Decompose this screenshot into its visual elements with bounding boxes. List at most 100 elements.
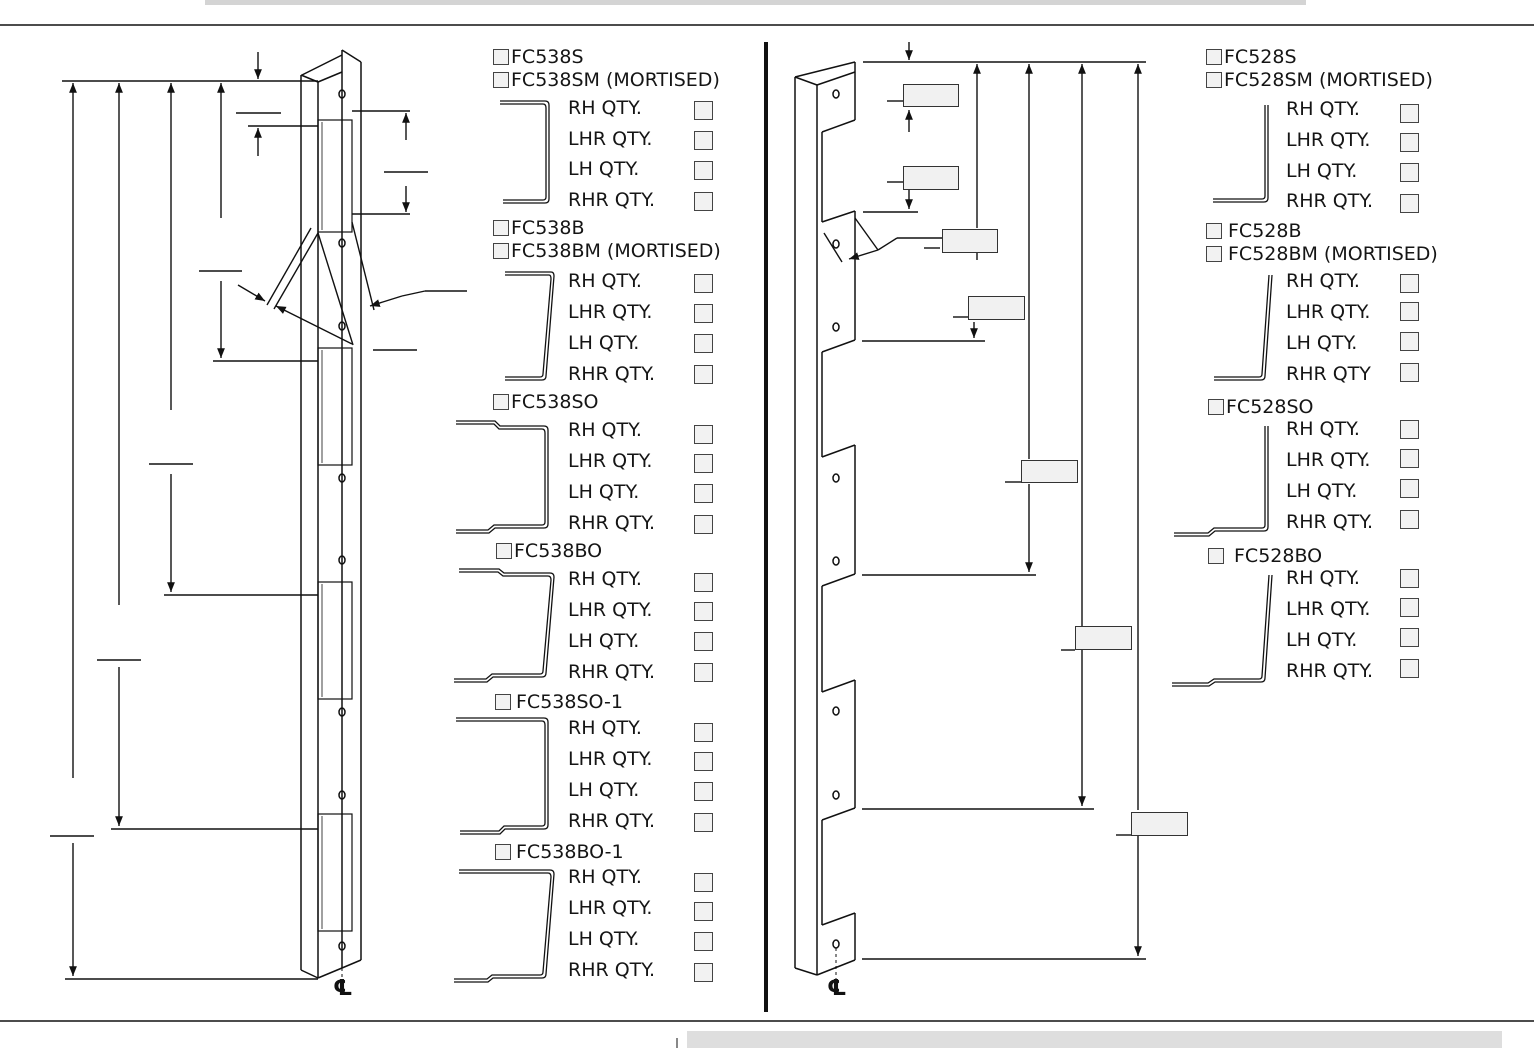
qty-checkbox[interactable] — [1400, 104, 1419, 123]
qty-label: RH QTY. — [1286, 98, 1360, 120]
checkbox-fc538sm[interactable] — [493, 72, 509, 88]
model-label: FC528BM (MORTISED) — [1228, 243, 1438, 265]
checkbox-fc538so[interactable] — [493, 394, 509, 410]
bottom-bar — [687, 1031, 1502, 1048]
qty-label: LH QTY. — [1286, 160, 1358, 182]
checkbox-fc538b[interactable] — [493, 220, 509, 236]
qty-checkbox[interactable] — [694, 454, 713, 473]
qty-checkbox[interactable] — [1400, 274, 1419, 293]
checkbox-fc528bm[interactable] — [1206, 246, 1222, 262]
checkbox-fc528b[interactable] — [1206, 223, 1222, 239]
checkbox-fc528s[interactable] — [1206, 49, 1222, 65]
qty-label: RH QTY. — [568, 419, 642, 441]
qty-checkbox[interactable] — [694, 131, 713, 150]
qty-checkbox[interactable] — [1400, 449, 1419, 468]
qty-label: RHR QTY. — [1286, 190, 1374, 212]
qty-checkbox[interactable] — [1400, 133, 1419, 152]
qty-checkbox[interactable] — [694, 101, 713, 120]
model-label: FC538B — [511, 217, 585, 239]
qty-label: RHR QTY. — [1286, 511, 1374, 533]
qty-checkbox[interactable] — [694, 365, 713, 384]
qty-label: LHR QTY. — [568, 599, 653, 621]
qty-checkbox[interactable] — [694, 963, 713, 982]
qty-checkbox[interactable] — [1400, 598, 1419, 617]
dim-box — [1131, 812, 1188, 836]
qty-checkbox[interactable] — [694, 161, 713, 180]
checkbox-fc538s[interactable] — [493, 49, 509, 65]
qty-checkbox[interactable] — [1400, 479, 1419, 498]
top-bar — [205, 0, 1306, 5]
qty-checkbox[interactable] — [694, 813, 713, 832]
checkbox-fc538bo-1[interactable] — [495, 844, 511, 860]
qty-label: LHR QTY. — [568, 748, 653, 770]
left-strike-body — [300, 49, 362, 980]
checkbox-fc528bo[interactable] — [1208, 548, 1224, 564]
qty-label: LHR QTY. — [568, 128, 653, 150]
qty-checkbox[interactable] — [694, 752, 713, 771]
qty-checkbox[interactable] — [1400, 332, 1419, 351]
qty-label: LHR QTY. — [568, 301, 653, 323]
qty-checkbox[interactable] — [694, 192, 713, 211]
qty-checkbox[interactable] — [694, 425, 713, 444]
qty-label: RH QTY. — [1286, 270, 1360, 292]
model-label: FC538S — [511, 46, 584, 68]
qty-label: RHR QTY. — [1286, 660, 1374, 682]
model-label: FC538SM (MORTISED) — [511, 69, 720, 91]
qty-checkbox[interactable] — [694, 902, 713, 921]
qty-label: RH QTY. — [568, 866, 642, 888]
qty-checkbox[interactable] — [694, 274, 713, 293]
model-label: FC538BO — [514, 540, 603, 562]
qty-label: LH QTY. — [568, 928, 640, 950]
qty-checkbox[interactable] — [694, 873, 713, 892]
qty-checkbox[interactable] — [694, 632, 713, 651]
right-profiles — [1172, 105, 1273, 687]
qty-checkbox[interactable] — [1400, 163, 1419, 182]
checkbox-fc538bo[interactable] — [496, 543, 512, 559]
qty-label: LHR QTY. — [1286, 449, 1371, 471]
qty-label: LH QTY. — [568, 779, 640, 801]
qty-checkbox[interactable] — [1400, 420, 1419, 439]
qty-checkbox[interactable] — [694, 723, 713, 742]
qty-checkbox[interactable] — [694, 782, 713, 801]
qty-label: RH QTY. — [1286, 418, 1360, 440]
qty-label: LH QTY. — [568, 630, 640, 652]
qty-checkbox[interactable] — [1400, 510, 1419, 529]
qty-checkbox[interactable] — [694, 515, 713, 534]
qty-label: RHR QTY. — [568, 959, 656, 981]
model-label: FC538SO — [511, 391, 599, 413]
model-label: FC528BO — [1234, 545, 1323, 567]
qty-checkbox[interactable] — [694, 602, 713, 621]
checkbox-fc528so[interactable] — [1208, 399, 1224, 415]
qty-label: LHR QTY. — [1286, 598, 1371, 620]
qty-label: LH QTY. — [1286, 332, 1358, 354]
qty-checkbox[interactable] — [694, 334, 713, 353]
checkbox-fc528sm[interactable] — [1206, 72, 1222, 88]
qty-checkbox[interactable] — [694, 932, 713, 951]
qty-checkbox[interactable] — [694, 304, 713, 323]
qty-checkbox[interactable] — [694, 663, 713, 682]
qty-checkbox[interactable] — [1400, 659, 1419, 678]
qty-label: RHR QTY. — [568, 512, 656, 534]
qty-label: LH QTY. — [1286, 629, 1358, 651]
qty-checkbox[interactable] — [1400, 363, 1419, 382]
right-dimensions — [823, 42, 1146, 960]
qty-label: LHR QTY. — [568, 897, 653, 919]
qty-checkbox[interactable] — [1400, 194, 1419, 213]
checkbox-fc538so-1[interactable] — [495, 694, 511, 710]
dim-box — [903, 84, 959, 107]
qty-checkbox[interactable] — [1400, 302, 1419, 321]
qty-label: LH QTY. — [568, 158, 640, 180]
dim-box — [903, 166, 959, 190]
qty-label: RHR QTY. — [568, 189, 656, 211]
right-strike-body — [794, 61, 856, 980]
qty-label: LHR QTY. — [1286, 129, 1371, 151]
qty-checkbox[interactable] — [1400, 569, 1419, 588]
dim-box — [968, 296, 1025, 320]
qty-checkbox[interactable] — [694, 573, 713, 592]
qty-label: RHR QTY. — [568, 810, 656, 832]
qty-label: RH QTY. — [568, 97, 642, 119]
qty-checkbox[interactable] — [1400, 628, 1419, 647]
qty-checkbox[interactable] — [694, 484, 713, 503]
checkbox-fc538bm[interactable] — [493, 243, 509, 259]
qty-label: LH QTY. — [568, 332, 640, 354]
